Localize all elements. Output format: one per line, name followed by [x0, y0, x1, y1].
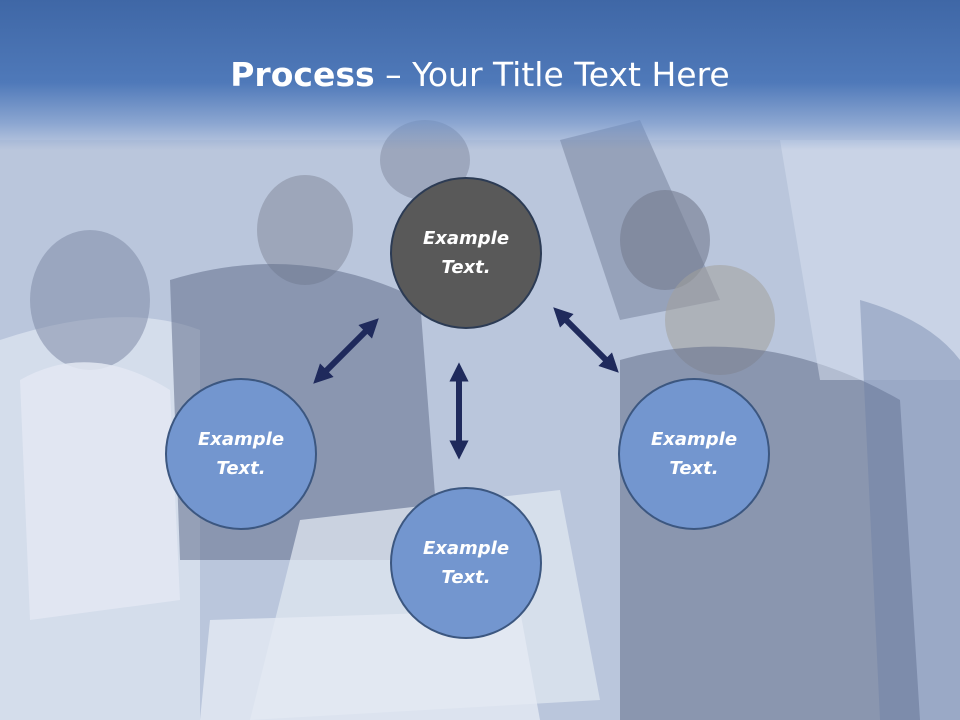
node-right-line2: Text.	[669, 458, 719, 479]
title-rest: – Your Title Text Here	[374, 55, 730, 94]
node-top-line2: Text.	[441, 257, 491, 278]
title-bold: Process	[230, 55, 375, 94]
slide-title: Process – Your Title Text Here	[0, 52, 960, 98]
node-right-line1: Example	[650, 429, 738, 450]
node-top-line1: Example	[422, 228, 510, 249]
node-left-line1: Example	[197, 429, 285, 450]
title-bar	[0, 0, 960, 150]
node-bottom-line2: Text.	[441, 567, 491, 588]
node-bottom-line1: Example	[422, 538, 510, 559]
node-left-line2: Text.	[216, 458, 266, 479]
